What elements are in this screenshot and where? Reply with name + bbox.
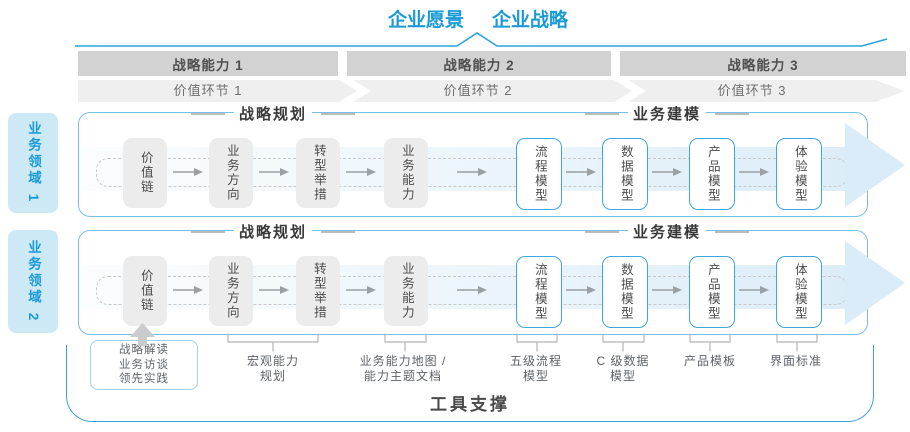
process-model-box: 流程模型 [516, 138, 562, 210]
value-chain-box: 价值链 [123, 256, 167, 326]
transformation-box: 转型举措 [296, 256, 340, 326]
flow-arrow-icon [457, 164, 487, 176]
flow-arrow-icon [173, 164, 203, 176]
strategic-planning-title: 战略规划 [190, 221, 356, 242]
title-dash [584, 112, 619, 115]
value-chain-box: 价值链 [123, 138, 167, 208]
title-dash [715, 112, 750, 115]
capability-bar-2: 战略能力 2 [347, 51, 611, 76]
business-domain-1-label: 业务领域 1 [8, 113, 58, 213]
value-chain-strip [78, 80, 905, 102]
business-modeling-title: 业务建模 [584, 103, 750, 124]
flow-arrow-icon [173, 282, 203, 294]
flow-arrowhead-icon [845, 123, 905, 207]
value-link-1-label: 价值环节 1 [173, 83, 243, 98]
strategic-planning-text: 战略规划 [233, 103, 313, 124]
flow-arrow-icon [259, 164, 289, 176]
flow-arrow-icon [739, 282, 769, 294]
capability-bar-3: 战略能力 3 [620, 51, 906, 76]
capability-bar-1-label: 战略能力 1 [172, 57, 244, 73]
title-dash [584, 230, 619, 233]
experience-model-box: 体验模型 [776, 256, 822, 328]
experience-model-box: 体验模型 [776, 138, 822, 210]
data-model-box: 数据模型 [602, 138, 648, 210]
title-dash [715, 230, 750, 233]
capability-bar-1: 战略能力 1 [78, 51, 338, 76]
business-modeling-text: 业务建模 [627, 103, 707, 124]
flow-arrow-icon [566, 282, 596, 294]
flow-arrow-icon [566, 164, 596, 176]
value-link-3-label: 价值环节 3 [717, 83, 787, 98]
flow-arrow-icon [739, 164, 769, 176]
flow-arrowhead-icon [845, 241, 905, 325]
value-link-2-label: 价值环节 2 [443, 83, 513, 98]
macro-capability-annotation: 宏观能力 规划 [246, 354, 300, 383]
practice-annotation-box: 战略解读 业务访谈 领先实践 [90, 340, 198, 390]
data-model-annotation: C 级数据 模型 [596, 354, 650, 383]
title-dash [190, 112, 225, 115]
vision-peak-line [75, 32, 888, 47]
flow-arrow-icon [652, 282, 682, 294]
tool-support-label: 工具支撑 [430, 395, 510, 414]
enterprise-strategy-title: 企业战略 [492, 10, 569, 31]
domain-2-flow-row: 战略规划 业务建模 价值链 业务方向 转型举措 业务能力 流程模型 数据模型 产… [78, 221, 905, 335]
title-dash [321, 112, 356, 115]
business-domain-2-label: 业务领域 2 [8, 230, 58, 333]
capability-bar-3-label: 战略能力 3 [727, 57, 799, 73]
business-direction-box: 业务方向 [209, 256, 253, 326]
strategic-planning-title: 战略规划 [190, 103, 356, 124]
product-model-box: 产品模型 [689, 256, 735, 328]
title-dash [190, 230, 225, 233]
product-template-annotation: 产品模板 [683, 354, 737, 368]
transformation-box: 转型举措 [296, 138, 340, 208]
flow-arrow-icon [346, 282, 376, 294]
process-model-annotation: 五级流程 模型 [509, 354, 563, 383]
enterprise-vision-title: 企业愿景 [387, 10, 464, 31]
flow-arrow-icon [259, 282, 289, 294]
flow-arrow-icon [457, 282, 487, 294]
title-dash [321, 230, 356, 233]
strategic-planning-text: 战略规划 [233, 221, 313, 242]
business-modeling-title: 业务建模 [584, 221, 750, 242]
flow-arrow-icon [346, 164, 376, 176]
top-header: 企业愿景 企业战略 [388, 5, 568, 32]
tool-support-container: 工具支撑 [66, 345, 874, 422]
business-capability-box: 业务能力 [384, 138, 428, 208]
business-modeling-text: 业务建模 [627, 221, 707, 242]
process-model-box: 流程模型 [516, 256, 562, 328]
capability-bar-2-label: 战略能力 2 [443, 57, 515, 73]
data-model-box: 数据模型 [602, 256, 648, 328]
ui-standard-annotation: 界面标准 [769, 354, 823, 368]
flow-arrow-icon [652, 164, 682, 176]
capability-map-annotation: 业务能力地图 / 能力主题文档 [359, 354, 447, 383]
domain-1-flow-row: 战略规划 业务建模 价值链 业务方向 转型举措 业务能力 流程模型 数据模型 产… [78, 103, 905, 217]
business-capability-box: 业务能力 [384, 256, 428, 326]
product-model-box: 产品模型 [689, 138, 735, 210]
business-direction-box: 业务方向 [209, 138, 253, 208]
